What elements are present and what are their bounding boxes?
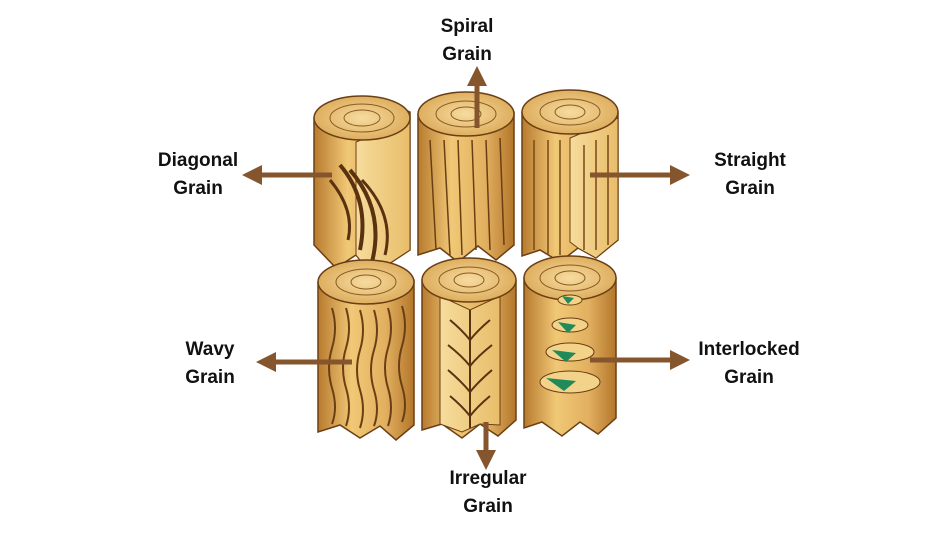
log-spiral-grain <box>417 91 515 263</box>
log-diagonal-grain <box>313 95 411 277</box>
label-irregular-line1: Irregular <box>449 468 527 489</box>
label-spiral-grain: Spiral Grain <box>417 13 517 69</box>
label-interlocked-line2: Grain <box>724 367 774 388</box>
label-spiral-line2: Grain <box>442 44 492 65</box>
label-diagonal-line2: Grain <box>173 178 223 199</box>
label-wavy-line2: Grain <box>185 367 235 388</box>
label-diagonal-line1: Diagonal <box>157 150 239 171</box>
label-wavy-line1: Wavy <box>185 339 235 360</box>
label-straight-line2: Grain <box>725 178 775 199</box>
label-interlocked-line1: Interlocked <box>698 339 800 360</box>
label-interlocked-grain: Interlocked Grain <box>684 336 814 392</box>
label-straight-line1: Straight <box>714 150 786 171</box>
log-interlocked-grain <box>523 255 617 437</box>
log-wavy-grain <box>317 259 415 441</box>
label-straight-grain: Straight Grain <box>690 147 810 203</box>
label-wavy-grain: Wavy Grain <box>160 336 260 392</box>
label-irregular-line2: Grain <box>463 496 513 517</box>
log-straight-grain <box>521 89 619 263</box>
label-spiral-line1: Spiral <box>440 16 494 37</box>
label-diagonal-grain: Diagonal Grain <box>138 147 258 203</box>
log-irregular-grain <box>421 257 517 439</box>
label-irregular-grain: Irregular Grain <box>428 465 548 521</box>
